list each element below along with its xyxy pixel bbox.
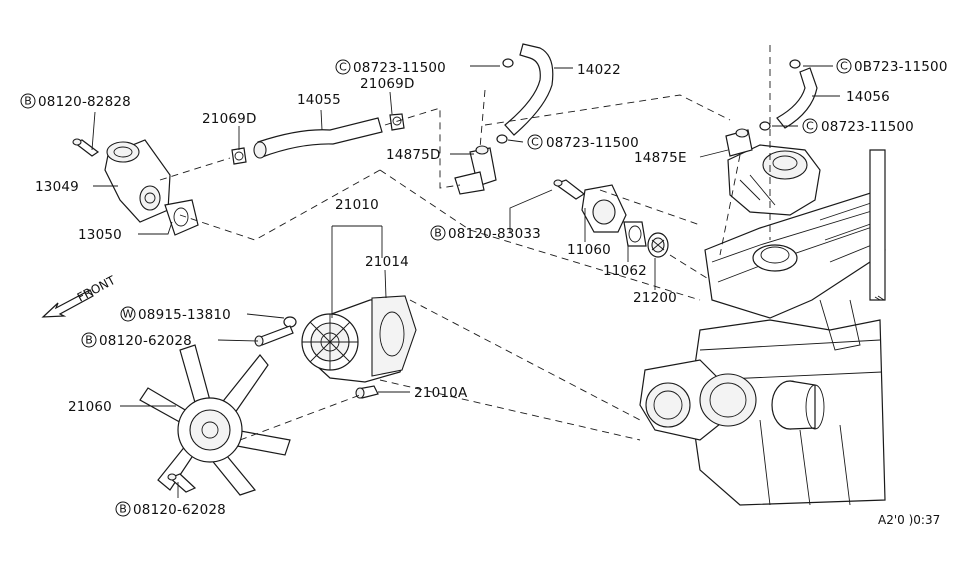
- engine-block: [639, 144, 886, 506]
- svg-text:C: C: [806, 120, 814, 133]
- clamp-badge-mid: C: [527, 134, 543, 150]
- clamp-mid[interactable]: [496, 134, 508, 144]
- label-clamp-top[interactable]: 08723-11500: [353, 60, 446, 76]
- bolt-21010a-shape[interactable]: [355, 385, 379, 399]
- bolt-82828-shape[interactable]: [72, 138, 100, 157]
- label-bolt-83033[interactable]: 08120-83033: [448, 226, 541, 242]
- svg-text:W: W: [123, 308, 134, 321]
- label-washer-13810[interactable]: 08915-13810: [138, 307, 231, 323]
- reference-code: A2'0 )0:37: [878, 513, 940, 527]
- clamp-badge-top: C: [335, 59, 351, 75]
- label-clamp-right-top[interactable]: 0B723-11500: [854, 59, 948, 75]
- bolt-badge: B: [20, 93, 36, 109]
- gasket-13050[interactable]: [164, 199, 199, 236]
- label-21010a[interactable]: 21010A: [414, 385, 468, 401]
- label-14056[interactable]: 14056: [846, 89, 890, 105]
- svg-text:C: C: [339, 61, 347, 74]
- svg-text:B: B: [85, 334, 93, 347]
- hose-14055[interactable]: [253, 117, 383, 159]
- front-label: FRONT: [75, 273, 118, 305]
- label-clamp-right-mid[interactable]: 08723-11500: [821, 119, 914, 135]
- label-14875e[interactable]: 14875E: [634, 150, 687, 166]
- bolt-badge-62028-b: B: [115, 501, 131, 517]
- clamp-badge-right-mid: C: [802, 118, 818, 134]
- gasket-11062[interactable]: [623, 221, 647, 247]
- label-21014[interactable]: 21014: [365, 254, 409, 270]
- bolt-badge-62028-a: B: [81, 332, 97, 348]
- label-14875d[interactable]: 14875D: [386, 147, 441, 163]
- fitting-14875d[interactable]: [454, 145, 497, 195]
- bolt-62028-a-shape[interactable]: [254, 325, 294, 347]
- water-pump-21010[interactable]: [301, 295, 417, 383]
- svg-text:B: B: [434, 227, 442, 240]
- fan-21060[interactable]: [139, 344, 291, 496]
- label-bolt-62028-b[interactable]: 08120-62028: [133, 502, 226, 518]
- thermostat-21200[interactable]: [647, 232, 669, 258]
- clamp-badge-right-top: C: [836, 58, 852, 74]
- bolt-badge-83033: B: [430, 225, 446, 241]
- fitting-14875e[interactable]: [725, 128, 753, 157]
- bolt-62028-b-shape[interactable]: [167, 473, 197, 493]
- label-21069d-right[interactable]: 21069D: [360, 76, 415, 92]
- clamp-right-top[interactable]: [789, 59, 801, 69]
- svg-text:C: C: [840, 60, 848, 73]
- clamp-21069d-right[interactable]: [389, 113, 405, 131]
- label-14055[interactable]: 14055: [297, 92, 341, 108]
- part-labels: B 08120-82828 13049 13050 21069D 14055 2…: [20, 58, 948, 527]
- label-21060[interactable]: 21060: [68, 399, 112, 415]
- label-11060[interactable]: 11060: [567, 242, 611, 258]
- clamp-21069d-left[interactable]: [231, 147, 247, 165]
- label-21010[interactable]: 21010: [335, 197, 379, 213]
- assembly-lines: [159, 45, 771, 441]
- bolt-83033-shape[interactable]: [553, 179, 586, 200]
- label-bolt-82828[interactable]: 08120-82828: [38, 94, 131, 110]
- hose-14056[interactable]: [776, 67, 818, 129]
- housing-11060[interactable]: [581, 184, 627, 233]
- front-indicator: FRONT: [41, 273, 118, 318]
- clamp-right-mid[interactable]: [759, 121, 771, 131]
- label-bolt-62028-a[interactable]: 08120-62028: [99, 333, 192, 349]
- hose-14022[interactable]: [504, 43, 554, 136]
- leader-lines: [91, 65, 840, 498]
- label-11062[interactable]: 11062: [603, 263, 647, 279]
- label-13049[interactable]: 13049: [35, 179, 79, 195]
- label-21200[interactable]: 21200: [633, 290, 677, 306]
- clamp-top[interactable]: [502, 58, 514, 68]
- washer-badge: W: [120, 306, 136, 322]
- label-14022[interactable]: 14022: [577, 62, 621, 78]
- housing-13049[interactable]: [104, 139, 171, 223]
- label-clamp-mid[interactable]: 08723-11500: [546, 135, 639, 151]
- svg-text:C: C: [531, 136, 539, 149]
- label-21069d-left[interactable]: 21069D: [202, 111, 257, 127]
- svg-text:B: B: [119, 503, 127, 516]
- label-13050[interactable]: 13050: [78, 227, 122, 243]
- svg-text:B: B: [24, 95, 32, 108]
